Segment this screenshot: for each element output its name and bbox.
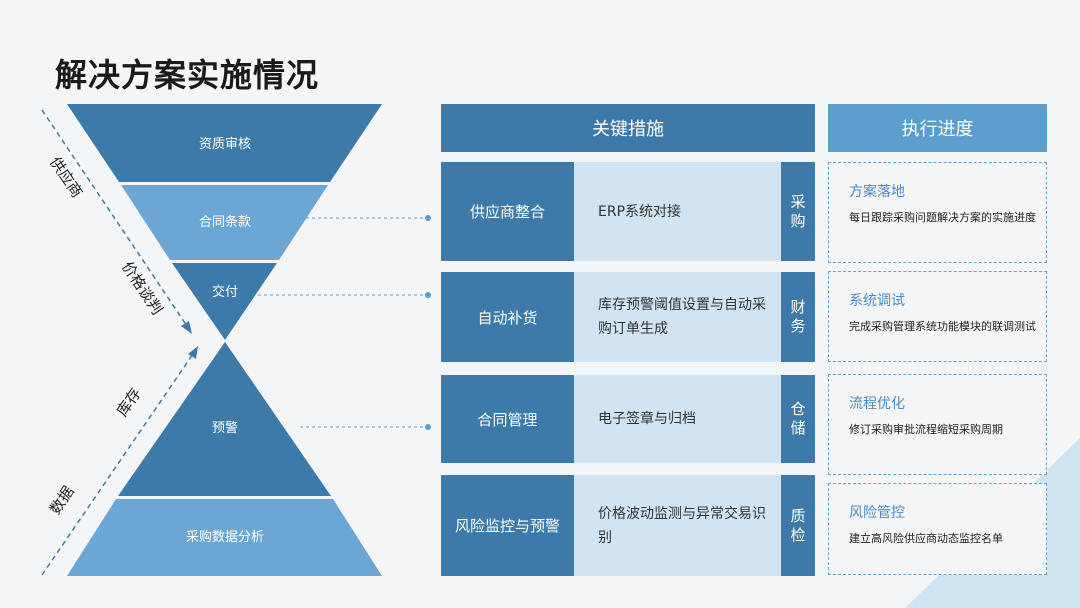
funnel-layer-1 bbox=[67, 104, 382, 182]
measure-desc: 电子签章与归档 bbox=[598, 411, 696, 427]
progress-title: 风险管控 bbox=[849, 505, 905, 521]
measure-tag: 采购 bbox=[781, 162, 815, 261]
progress-card-1: 方案落地 每日跟踪采购问题解决方案的实施进度 bbox=[828, 162, 1047, 263]
arrow-down bbox=[41, 109, 192, 334]
measure-tag: 仓储 bbox=[781, 375, 815, 463]
measure-name: 自动补货 bbox=[441, 272, 574, 362]
measure-row-1: 供应商整合 ERP系统对接 采购 bbox=[441, 162, 815, 261]
funnel-label-3: 交付 bbox=[212, 284, 238, 300]
funnel-diagram: 资质审核 合同条款 交付 预警 采购数据分析 供应商 价格谈判 库存 数据 bbox=[41, 104, 431, 576]
measure-name: 风险监控与预警 bbox=[441, 475, 574, 576]
funnel-label-2: 合同条款 bbox=[199, 214, 251, 230]
page-title: 解决方案实施情况 bbox=[55, 56, 320, 94]
progress-desc: 完成采购管理系统功能模块的联调测试 bbox=[849, 320, 1036, 333]
measure-desc: 价格波动监测与异常交易识别 bbox=[598, 505, 766, 546]
arrow-up bbox=[41, 346, 198, 576]
measure-row-3: 合同管理 电子签章与归档 仓储 bbox=[441, 375, 815, 463]
funnel-layer-5 bbox=[67, 499, 382, 576]
progress-desc: 每日跟踪采购问题解决方案的实施进度 bbox=[849, 211, 1036, 224]
funnel-label-1: 资质审核 bbox=[199, 137, 251, 152]
progress-desc: 建立高风险供应商动态监控名单 bbox=[849, 532, 1003, 545]
progress-card-2: 系统调试 完成采购管理系统功能模块的联调测试 bbox=[828, 271, 1047, 362]
header-progress: 执行进度 bbox=[828, 104, 1047, 152]
connector-2 bbox=[258, 292, 431, 298]
progress-card-3: 流程优化 修订采购审批流程缩短采购周期 bbox=[828, 374, 1047, 475]
header-key-measures: 关键措施 bbox=[441, 104, 815, 152]
measure-tag: 财务 bbox=[781, 272, 815, 362]
measure-name: 供应商整合 bbox=[441, 162, 574, 261]
measure-desc: ERP系统对接 bbox=[598, 203, 682, 220]
measure-row-4: 风险监控与预警 价格波动监测与异常交易识别 质检 bbox=[441, 475, 815, 576]
progress-title: 系统调试 bbox=[849, 293, 905, 309]
funnel-label-4: 预警 bbox=[212, 420, 238, 436]
connector-3 bbox=[300, 424, 431, 430]
measure-row-2: 自动补货 库存预警阈值设置与自动采购订单生成 财务 bbox=[441, 272, 815, 362]
measure-tag: 质检 bbox=[781, 475, 815, 576]
progress-title: 方案落地 bbox=[849, 184, 905, 200]
connector-1 bbox=[300, 215, 431, 221]
progress-title: 流程优化 bbox=[849, 396, 905, 412]
side-label-supplier: 供应商 bbox=[46, 154, 86, 201]
measure-name: 合同管理 bbox=[441, 375, 574, 463]
side-label-data: 数据 bbox=[46, 483, 78, 518]
funnel-layer-2 bbox=[121, 185, 328, 260]
measure-desc: 库存预警阈值设置与自动采购订单生成 bbox=[598, 297, 766, 337]
side-label-price: 价格谈判 bbox=[118, 258, 166, 318]
progress-card-4: 风险管控 建立高风险供应商动态监控名单 bbox=[828, 483, 1047, 575]
funnel-label-5: 采购数据分析 bbox=[186, 529, 264, 545]
funnel-layer-4 bbox=[118, 342, 331, 496]
side-label-inventory: 库存 bbox=[113, 385, 145, 420]
funnel-layer-3 bbox=[172, 263, 277, 340]
progress-desc: 修订采购审批流程缩短采购周期 bbox=[849, 423, 1003, 436]
